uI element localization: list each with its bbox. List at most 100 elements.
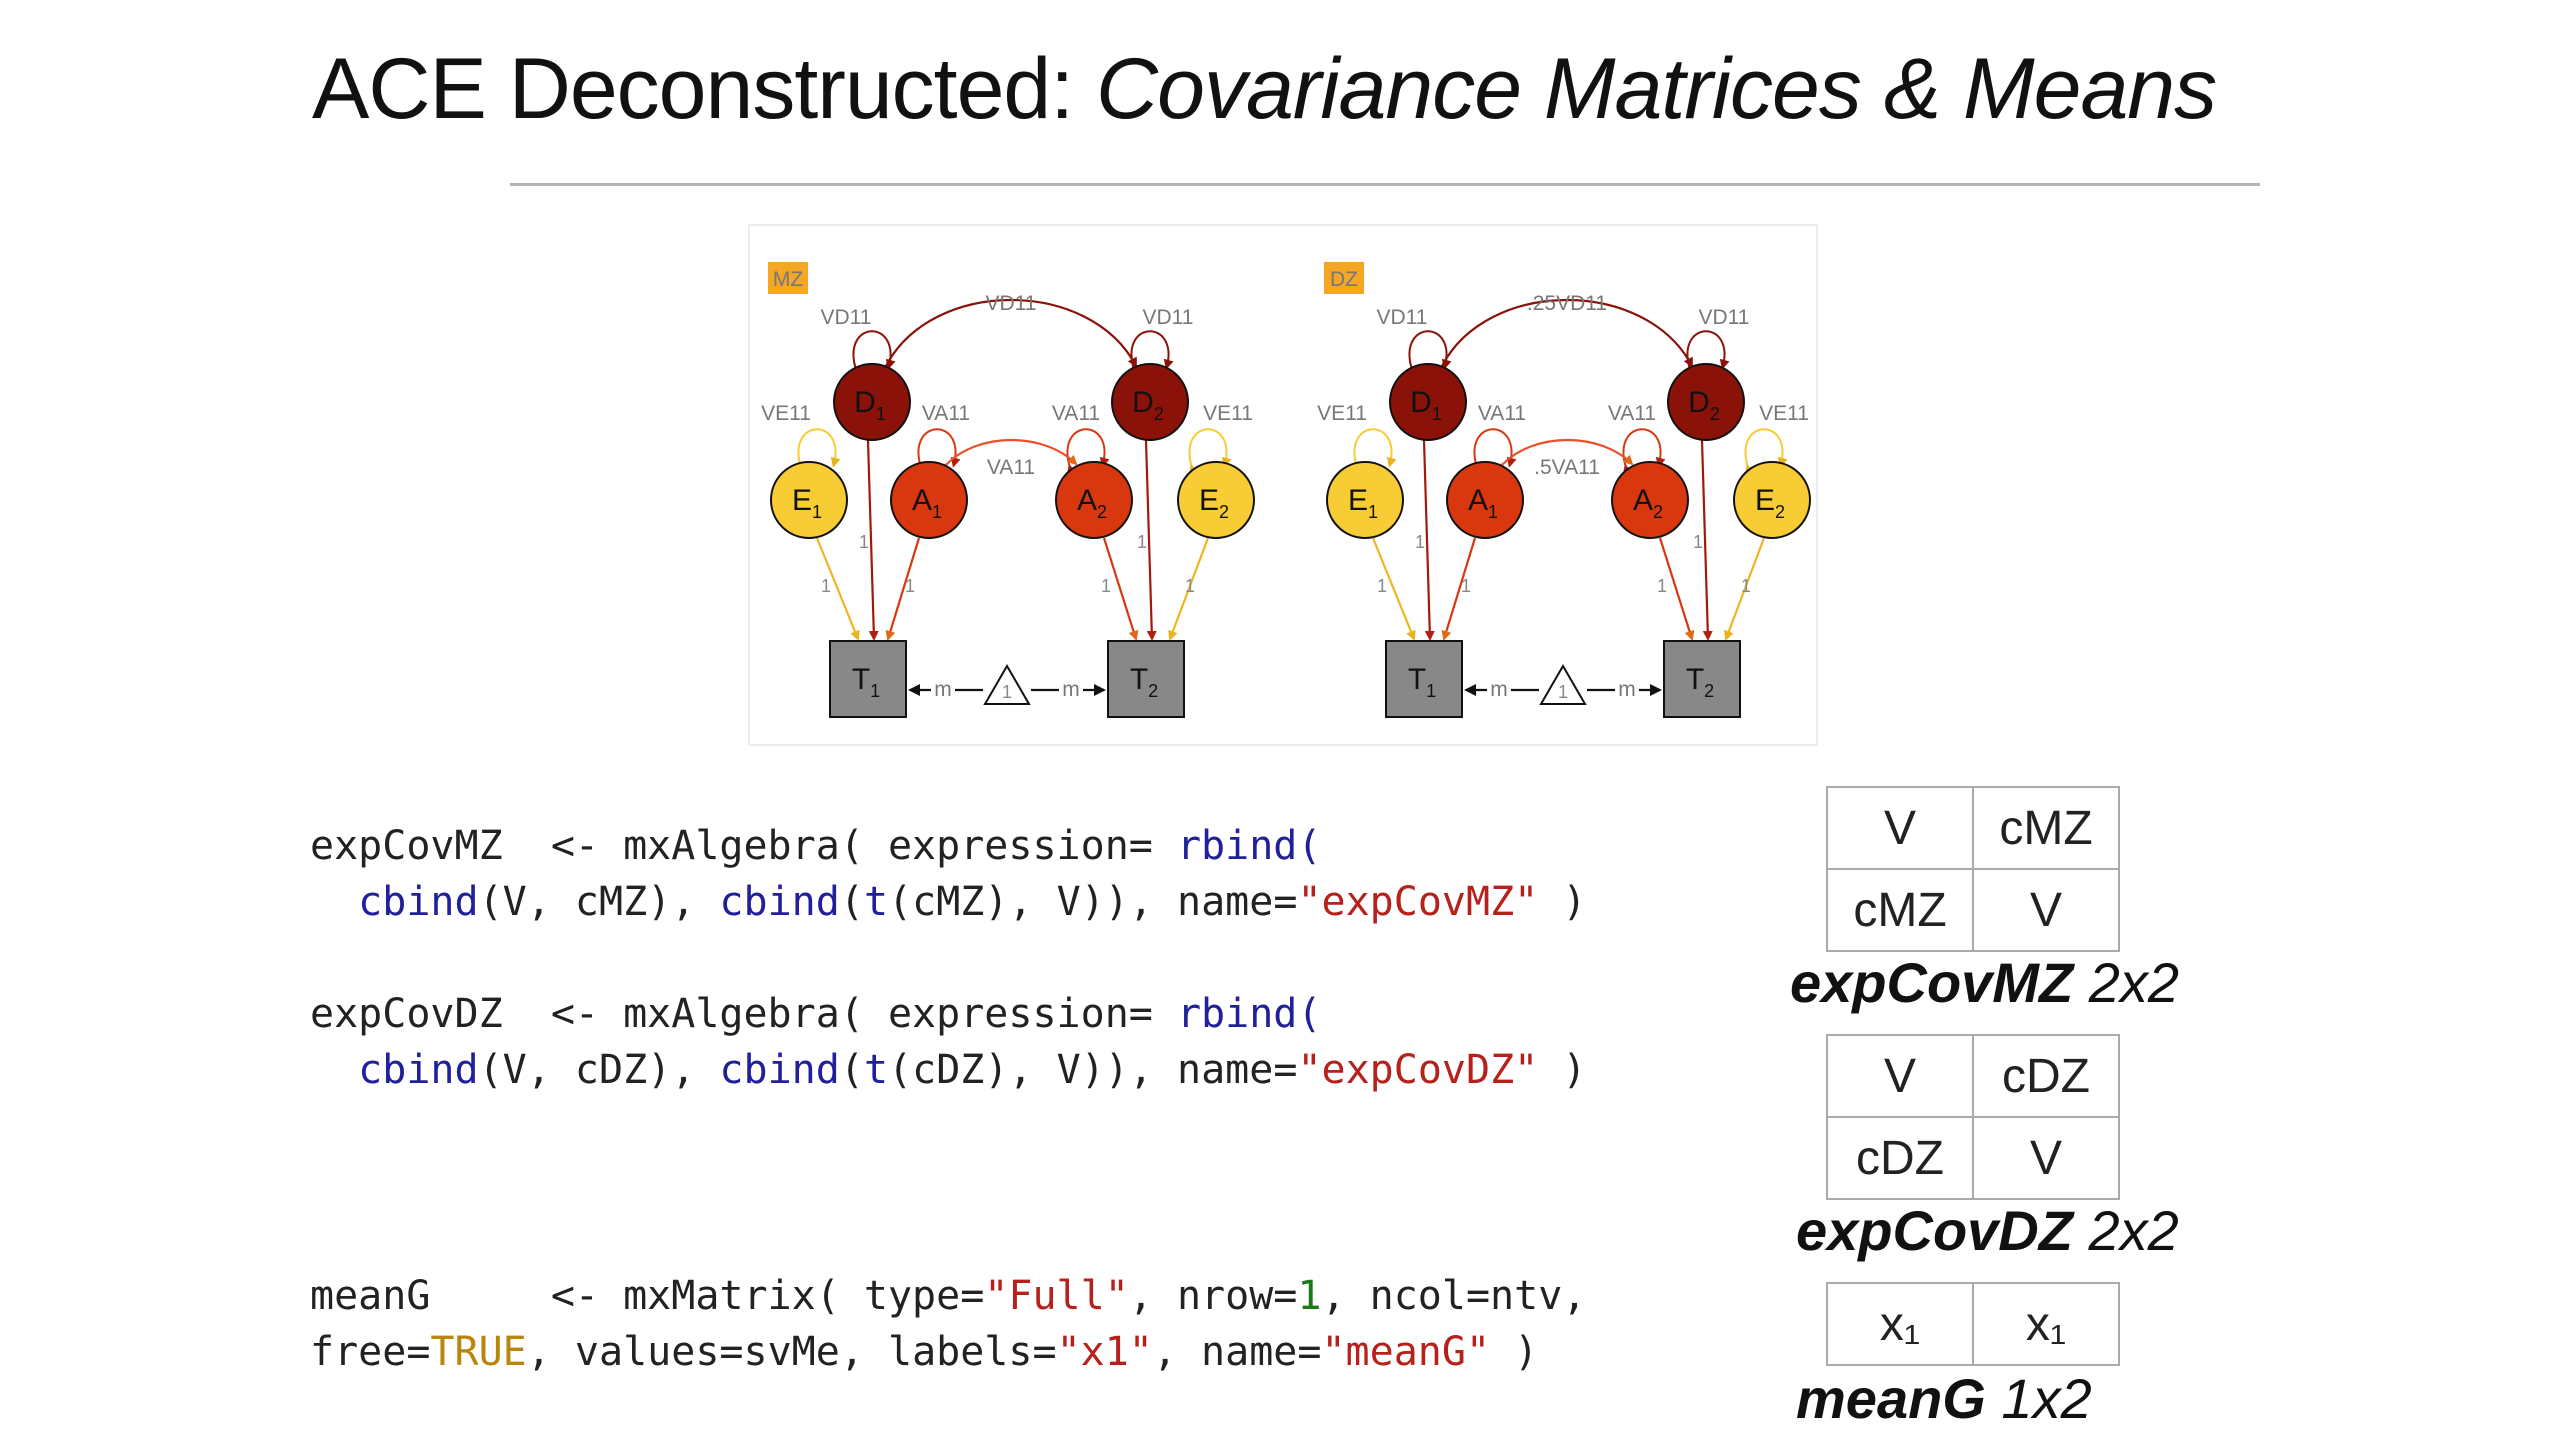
matrix-cell: cMZ bbox=[1826, 868, 1974, 952]
matrix-cell: V bbox=[1826, 786, 1974, 870]
latent-d2 bbox=[1111, 363, 1189, 441]
latent-d1 bbox=[1389, 363, 1467, 441]
variance-loop bbox=[917, 428, 961, 475]
code-keyword: rbind( bbox=[1176, 823, 1322, 869]
code-text: expCovDZ <- mxAlgebra( expression= bbox=[310, 991, 1177, 1037]
code-text: ( bbox=[839, 1047, 864, 1093]
covariance-label-a: VA11 bbox=[987, 456, 1035, 479]
path-label: 1 bbox=[1461, 576, 1471, 596]
code-text: , nrow= bbox=[1128, 1273, 1298, 1319]
variance-label: VA11 bbox=[1052, 402, 1100, 425]
path-label: 1 bbox=[1657, 576, 1667, 596]
path-label: 1 bbox=[1693, 532, 1703, 552]
covariance-a bbox=[937, 439, 1078, 474]
variance-loop bbox=[852, 330, 896, 377]
latent-e1 bbox=[1326, 461, 1404, 539]
group-tag-box bbox=[768, 262, 808, 294]
path-a-t2 bbox=[1658, 537, 1695, 641]
code-text: (cDZ), V)), name= bbox=[888, 1047, 1298, 1093]
latent-d1 bbox=[833, 363, 911, 441]
matrix-caption-meang: meanG 1x2 bbox=[1796, 1367, 2092, 1430]
mean-label: m bbox=[1062, 678, 1080, 701]
variance-loop bbox=[797, 428, 841, 475]
path-label: 1 bbox=[821, 576, 831, 596]
code-string: "x1" bbox=[1056, 1329, 1153, 1375]
path-e-t1 bbox=[1371, 537, 1416, 641]
variance-label: VE11 bbox=[1759, 402, 1809, 425]
triangle-label: 1 bbox=[1002, 682, 1012, 702]
code-string: "Full" bbox=[984, 1273, 1129, 1319]
variance-loop bbox=[1408, 330, 1452, 377]
path-label: 1 bbox=[1137, 532, 1147, 552]
variance-label: VA11 bbox=[1478, 402, 1526, 425]
mean-label: m bbox=[1618, 678, 1636, 701]
path-d-t2 bbox=[1700, 439, 1713, 641]
code-keyword: cbind bbox=[358, 1047, 479, 1093]
latent-e2 bbox=[1733, 461, 1811, 539]
latent-a1 bbox=[890, 461, 968, 539]
matrix-caption-expcovdz: expCovDZ 2x2 bbox=[1796, 1199, 2179, 1262]
code-keyword: t bbox=[863, 1047, 889, 1093]
group-tag: DZ bbox=[1330, 268, 1358, 291]
mean-label-bg bbox=[1487, 678, 1511, 700]
path-d-t2 bbox=[1144, 439, 1157, 641]
matrix-cell: cDZ bbox=[1972, 1034, 2120, 1118]
code-text: , name= bbox=[1152, 1329, 1322, 1375]
variance-label: VD11 bbox=[1377, 306, 1428, 329]
latent-d2 bbox=[1667, 363, 1745, 441]
code-text: (V, cDZ), bbox=[478, 1047, 720, 1093]
mean-label-bg bbox=[1615, 678, 1639, 700]
code-keyword: cbind bbox=[719, 1047, 840, 1093]
variance-label: VD11 bbox=[1143, 306, 1194, 329]
path-label: 1 bbox=[905, 576, 915, 596]
matrix-cell: V bbox=[1972, 868, 2120, 952]
path-label: 1 bbox=[1741, 576, 1751, 596]
observed-t2 bbox=[1107, 640, 1185, 718]
path-a-t1 bbox=[1441, 537, 1477, 641]
mean-label-bg bbox=[931, 678, 955, 700]
variance-loop bbox=[1130, 330, 1174, 377]
code-text: ) bbox=[1538, 1047, 1587, 1093]
code-keyword: t bbox=[863, 879, 889, 925]
mean-label: m bbox=[934, 678, 952, 701]
variance-loop bbox=[1188, 428, 1232, 475]
latent-a2 bbox=[1611, 461, 1689, 539]
code-text: (cMZ), V)), name= bbox=[888, 879, 1298, 925]
path-d-t1 bbox=[1422, 439, 1435, 641]
code-boolean: TRUE bbox=[430, 1329, 527, 1375]
code-number: 1 bbox=[1297, 1273, 1322, 1319]
path-e-t2 bbox=[1724, 537, 1766, 641]
variance-loop bbox=[1686, 330, 1730, 377]
path-label: 1 bbox=[1185, 576, 1195, 596]
code-text: ( bbox=[839, 879, 864, 925]
code-text: , values=svMe, labels= bbox=[526, 1329, 1057, 1375]
variance-label: VE11 bbox=[1203, 402, 1253, 425]
code-text: ) bbox=[1538, 879, 1587, 925]
path-e-t1 bbox=[815, 537, 860, 641]
matrix-cell: x₁ bbox=[1826, 1282, 1974, 1366]
code-keyword: cbind bbox=[358, 879, 479, 925]
code-text: free= bbox=[310, 1329, 431, 1375]
variance-label: VA11 bbox=[1608, 402, 1656, 425]
code-text: , ncol=ntv, bbox=[1321, 1273, 1587, 1319]
path-label: 1 bbox=[1101, 576, 1111, 596]
code-text: (V, cMZ), bbox=[478, 879, 720, 925]
group-tag-box bbox=[1324, 262, 1364, 294]
code-keyword: cbind bbox=[719, 879, 840, 925]
covariance-label-d: .25VD11 bbox=[1527, 292, 1607, 315]
code-string: "meanG" bbox=[1321, 1329, 1491, 1375]
code-text: meanG <- mxMatrix( type= bbox=[310, 1273, 985, 1319]
matrix-caption-expcovmz: expCovMZ 2x2 bbox=[1790, 951, 2180, 1014]
latent-a2 bbox=[1055, 461, 1133, 539]
path-label: 1 bbox=[859, 532, 869, 552]
variance-loop bbox=[1353, 428, 1397, 475]
matrix-cell: cMZ bbox=[1972, 786, 2120, 870]
variance-loop bbox=[1473, 428, 1517, 475]
latent-e2 bbox=[1177, 461, 1255, 539]
code-text: expCovMZ <- mxAlgebra( expression= bbox=[310, 823, 1177, 869]
